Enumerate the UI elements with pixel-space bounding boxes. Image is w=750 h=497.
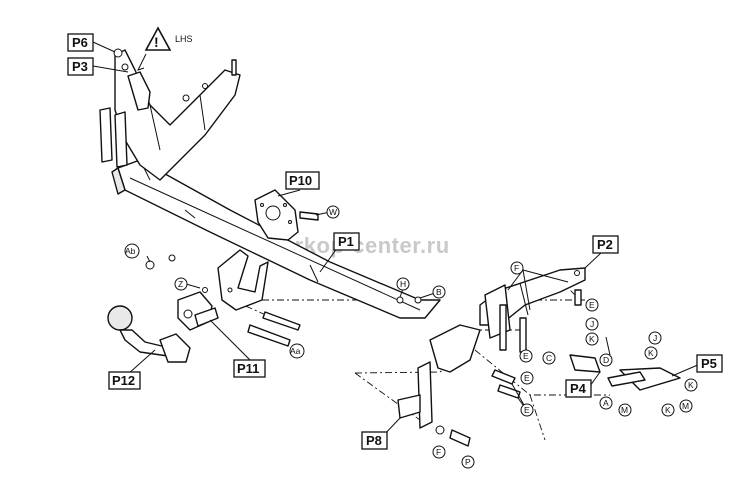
svg-text:!: !	[154, 34, 159, 50]
fastener-p: P	[461, 455, 475, 469]
label-p4: P3	[67, 57, 94, 76]
fastener-ab: Ab	[124, 243, 140, 259]
svg-text:A: A	[603, 398, 609, 408]
fastener-a: A	[599, 396, 613, 410]
left-side-bracket	[99, 48, 241, 181]
svg-text:P4: P4	[570, 381, 587, 396]
fastener-e-2: E	[519, 349, 533, 363]
label-p2: P2	[592, 235, 619, 254]
fastener-w: W	[326, 205, 340, 219]
svg-text:J: J	[653, 333, 657, 343]
nut-h	[396, 296, 404, 304]
fastener-e-1: E	[585, 298, 599, 312]
p10-bracket	[254, 189, 319, 241]
label-p8: P8	[361, 431, 388, 450]
svg-text:P11: P11	[237, 361, 259, 376]
right-side-bracket	[479, 267, 586, 353]
small-spacer-plates	[569, 354, 681, 391]
svg-text:P10: P10	[289, 173, 312, 188]
svg-text:Ab: Ab	[125, 246, 136, 256]
fastener-c: C	[542, 351, 556, 365]
svg-text:Aa: Aa	[290, 346, 301, 356]
svg-text:E: E	[589, 300, 595, 310]
fastener-k-1: K	[585, 332, 599, 346]
svg-text:P5: P5	[701, 356, 717, 371]
svg-text:P12: P12	[112, 373, 135, 388]
svg-text:M: M	[682, 401, 689, 411]
svg-text:Z: Z	[178, 279, 183, 289]
svg-text:P6: P6	[72, 35, 88, 50]
fastener-e-4: E	[520, 403, 534, 417]
svg-text:E: E	[524, 405, 530, 415]
svg-text:F: F	[436, 447, 441, 457]
bolt-aa-upper	[262, 311, 301, 331]
fastener-aa: Aa	[289, 343, 305, 359]
svg-text:C: C	[546, 353, 552, 363]
centre-mount-bracket	[217, 249, 269, 311]
svg-text:E: E	[524, 373, 530, 383]
svg-text:D: D	[603, 355, 609, 365]
fastener-m-2: M	[679, 399, 693, 413]
fastener-f-upper: F	[510, 261, 524, 275]
svg-text:K: K	[589, 334, 595, 344]
label-p3: P4	[565, 379, 592, 398]
svg-text:W: W	[329, 207, 337, 217]
warning-icon: !	[137, 26, 172, 71]
fastener-b: B	[432, 285, 446, 299]
fastener-k-4: K	[661, 403, 675, 417]
fastener-j-1: J	[585, 317, 599, 331]
lower-mount-bracket	[397, 324, 481, 447]
nut-ab	[168, 254, 176, 262]
fastener-e-3: E	[520, 371, 534, 385]
label-p5: P5	[696, 354, 723, 373]
fastener-k-3: K	[684, 378, 698, 392]
warning-text-lhs: LHS	[175, 34, 193, 44]
fastener-m-1: M	[618, 403, 632, 417]
svg-text:J: J	[590, 319, 594, 329]
label-p1: P1	[333, 232, 360, 251]
svg-text:F: F	[514, 263, 519, 273]
svg-text:H: H	[400, 279, 406, 289]
washer-ab	[145, 260, 155, 270]
svg-text:E: E	[523, 351, 529, 361]
svg-text:M: M	[621, 405, 628, 415]
tow-ball-neck	[107, 305, 191, 363]
svg-text:K: K	[665, 405, 671, 415]
svg-text:P3: P3	[72, 59, 88, 74]
label-p10: P10	[285, 171, 320, 190]
label-p12: P12	[108, 371, 141, 390]
fastener-h: H	[396, 277, 410, 291]
svg-text:P: P	[465, 457, 471, 467]
nut-z	[202, 287, 208, 293]
svg-text:P1: P1	[338, 234, 354, 249]
fastener-d: D	[599, 353, 613, 367]
svg-text:K: K	[688, 380, 694, 390]
socket-plate	[177, 291, 219, 331]
label-p11: P11	[233, 359, 266, 378]
svg-text:P8: P8	[366, 433, 382, 448]
fastener-j-2: J	[648, 331, 662, 345]
svg-text:P2: P2	[597, 237, 613, 252]
fastener-z: Z	[174, 277, 188, 291]
label-p6: P6	[67, 33, 94, 52]
nut-b	[414, 296, 422, 304]
fastener-f-lower: F	[432, 445, 446, 459]
bolt-aa	[247, 324, 291, 347]
svg-text:B: B	[436, 287, 442, 297]
bolts-e	[491, 289, 582, 399]
fastener-k-2: K	[644, 346, 658, 360]
svg-text:K: K	[648, 348, 654, 358]
